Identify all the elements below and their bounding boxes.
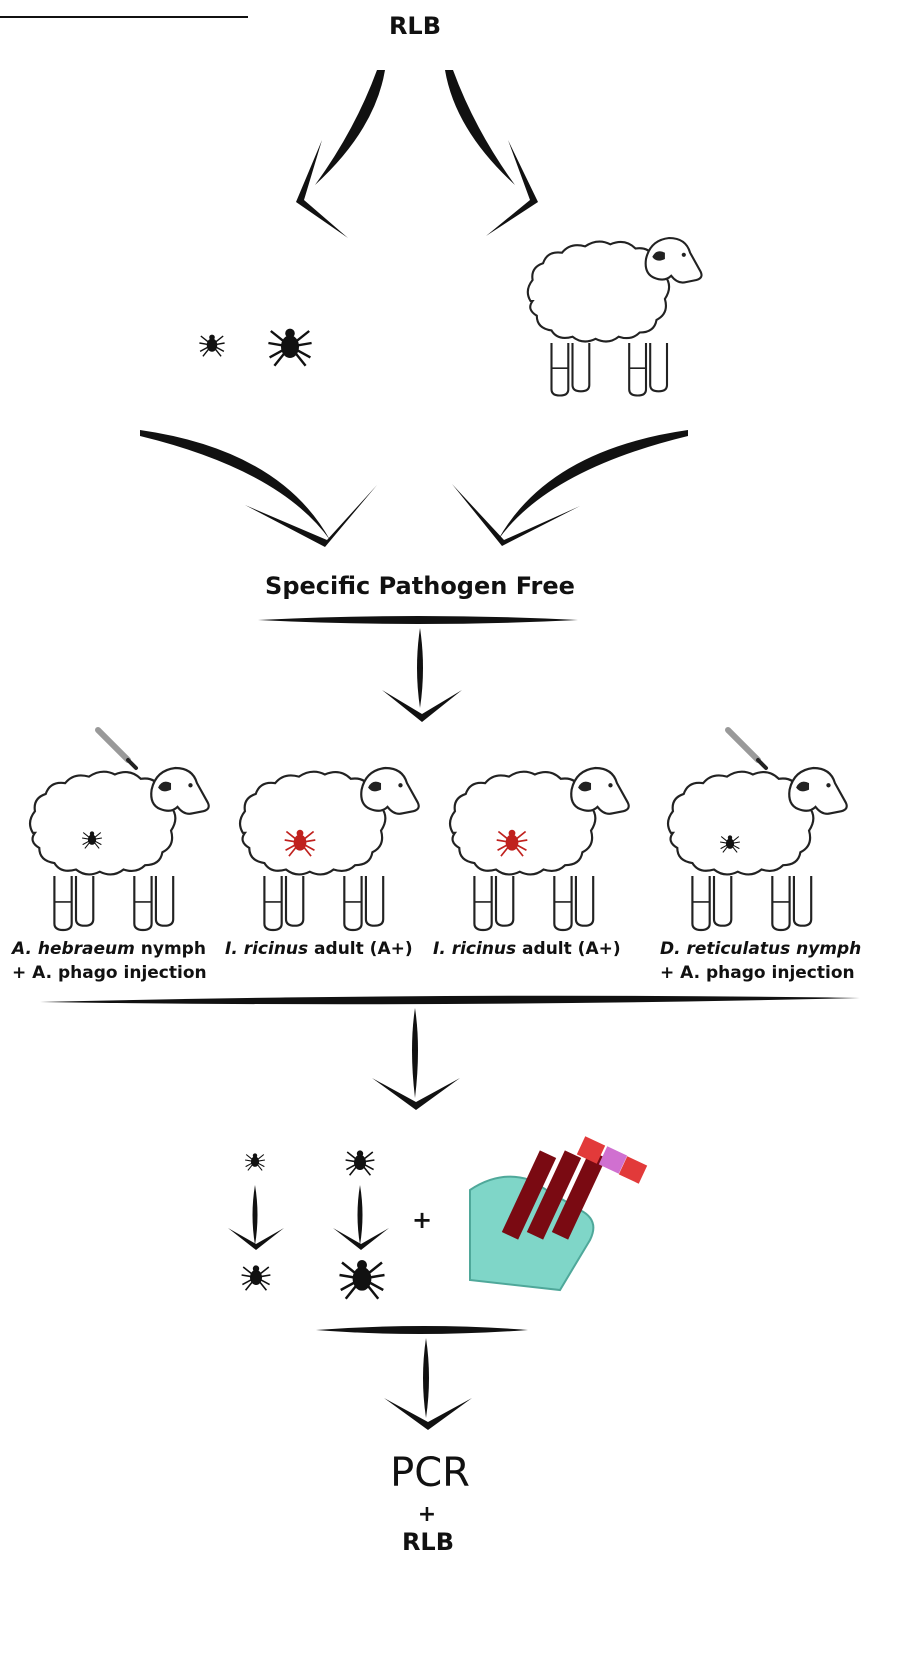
sheep-group-2 bbox=[240, 768, 419, 930]
group-2-species: I. ricinus bbox=[225, 939, 308, 959]
groups-connector bbox=[40, 996, 860, 1110]
group-label-4: D. reticulatus nymph bbox=[660, 938, 861, 960]
group-label-2: I. ricinus adult (A+) bbox=[225, 938, 413, 960]
group-4-species: D. reticulatus nymph bbox=[660, 939, 861, 959]
group-3-stage: adult (A+) bbox=[516, 939, 620, 959]
tick-icon-large bbox=[268, 329, 311, 366]
pcr-label: PCR bbox=[370, 1450, 490, 1496]
tick-icon-nymph-fed bbox=[242, 1266, 271, 1290]
merge-arrow-left bbox=[140, 430, 330, 540]
development-arrow-1 bbox=[228, 1185, 284, 1250]
group-2-stage: adult (A+) bbox=[308, 939, 412, 959]
plus-sign-final: + bbox=[415, 1502, 439, 1527]
tick-icon-adult-top bbox=[346, 1151, 375, 1175]
sheep-illustration-top bbox=[528, 238, 702, 396]
top-split-arrows bbox=[296, 70, 538, 238]
syringe-icon-1 bbox=[98, 730, 136, 768]
tick-icon-nymph-small bbox=[245, 1154, 265, 1171]
development-arrow-2 bbox=[333, 1185, 389, 1250]
sheep-group-3 bbox=[450, 768, 629, 930]
merge-arrows bbox=[140, 430, 688, 547]
group-label-1-extra: + A. phago injection bbox=[12, 962, 207, 984]
sheep-group-4 bbox=[668, 768, 847, 930]
arrow-shaft-right bbox=[445, 70, 515, 185]
group-label-3: I. ricinus adult (A+) bbox=[433, 938, 621, 960]
final-connector bbox=[316, 1326, 528, 1430]
plus-sign-samples: + bbox=[410, 1206, 434, 1234]
tick-icon-small bbox=[199, 335, 224, 356]
group-3-species: I. ricinus bbox=[433, 939, 516, 959]
group-label-1: A. hebraeum nymph bbox=[12, 938, 206, 960]
syringe-icon-4 bbox=[728, 730, 766, 768]
blood-sample-photo bbox=[468, 1130, 647, 1290]
arrow-shaft-left bbox=[315, 70, 385, 185]
group-label-4-extra: + A. phago injection bbox=[660, 962, 855, 984]
spf-connector bbox=[258, 616, 578, 722]
spf-label: Specific Pathogen Free bbox=[240, 572, 600, 600]
sheep-group-1 bbox=[30, 768, 209, 930]
group-1-species: A. hebraeum bbox=[12, 939, 135, 959]
bottom-rlb-label: RLB bbox=[388, 1528, 468, 1556]
group-1-stage: nymph bbox=[135, 939, 206, 959]
tick-icon-adult-fed bbox=[340, 1261, 385, 1299]
merge-arrow-right bbox=[498, 430, 688, 540]
